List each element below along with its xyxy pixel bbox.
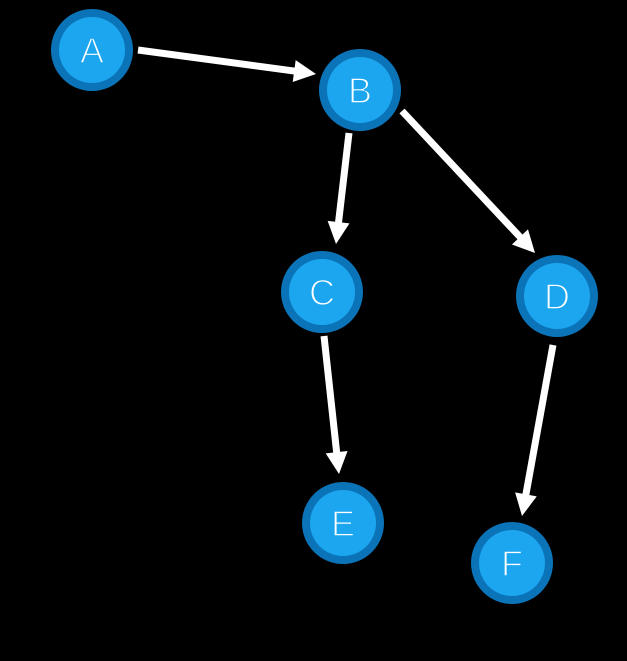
graph-node-A[interactable]: A xyxy=(51,9,133,91)
arrowhead-icon-B-C xyxy=(327,220,350,244)
arrowhead-icon-C-E xyxy=(325,450,348,474)
graph-node-C[interactable]: C xyxy=(281,251,363,333)
graph-node-F[interactable]: F xyxy=(471,522,553,604)
edge-C-E xyxy=(320,335,348,474)
graph-node-D[interactable]: D xyxy=(516,255,598,337)
node-circle-D xyxy=(524,263,590,329)
arrowhead-icon-D-F xyxy=(515,492,537,516)
edge-B-D xyxy=(399,108,535,253)
node-circle-F xyxy=(479,530,545,596)
node-circle-E xyxy=(310,490,376,556)
arrowhead-icon-B-D xyxy=(511,229,535,253)
edge-line-B-C xyxy=(334,132,353,225)
nodes-layer: A B C D E F xyxy=(51,9,598,604)
graph-node-B[interactable]: B xyxy=(319,49,401,131)
edge-line-D-F xyxy=(522,344,557,497)
edge-D-F xyxy=(515,344,557,516)
graph-node-E[interactable]: E xyxy=(302,482,384,564)
edge-B-C xyxy=(327,132,353,244)
edge-line-A-B xyxy=(137,46,297,75)
edge-line-C-E xyxy=(320,335,341,455)
node-circle-A xyxy=(59,17,125,83)
node-circle-B xyxy=(327,57,393,123)
edge-A-B xyxy=(137,46,316,82)
node-circle-C xyxy=(289,259,355,325)
arrowhead-icon-A-B xyxy=(292,60,316,82)
edge-line-B-D xyxy=(399,108,524,241)
edges-layer xyxy=(137,46,557,516)
